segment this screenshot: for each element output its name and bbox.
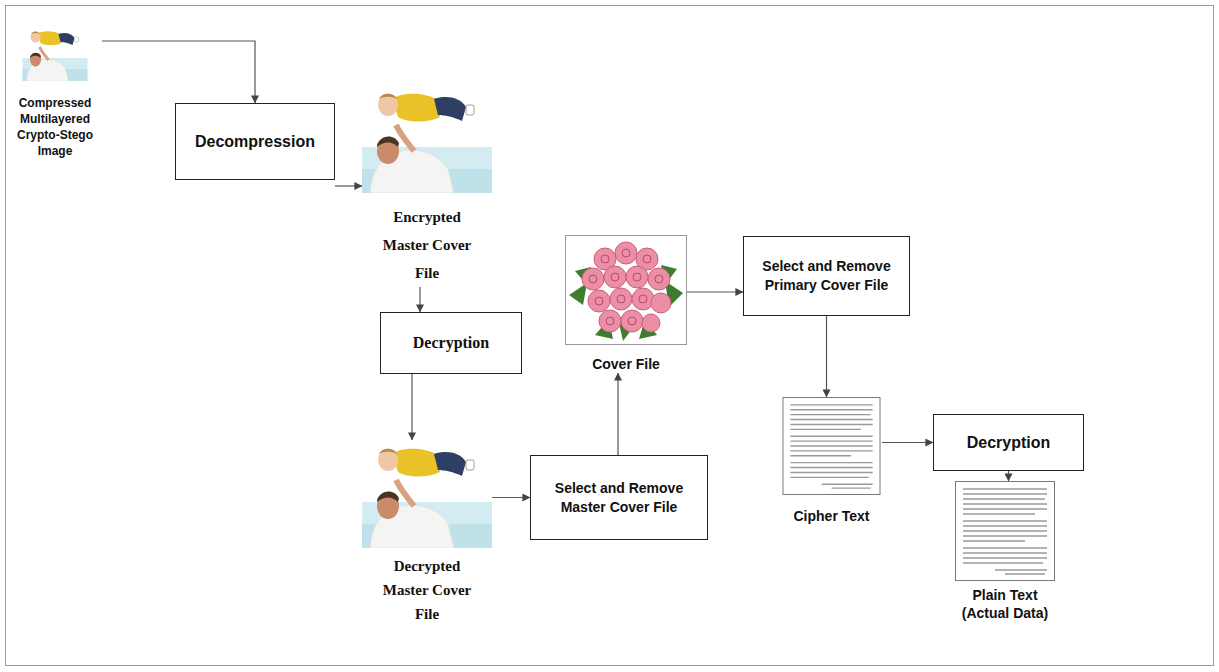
image-caption: Compressed Multilayered Crypto-Stego Ima…: [9, 95, 101, 159]
image-node: Plain Text (Actual Data): [950, 481, 1060, 622]
box-label: Select and Remove Primary Cover File: [750, 257, 903, 295]
image-node: Cipher Text: [781, 397, 882, 525]
image-caption: Decrypted Master Cover File: [371, 554, 483, 626]
plain-page: [956, 482, 1055, 581]
image-frame: [362, 440, 492, 548]
image-frame: [362, 85, 492, 193]
process-box: Decompression: [175, 103, 335, 180]
image-frame: [781, 397, 882, 495]
flow-arrow: [617, 373, 618, 455]
process-box: Decryption: [933, 414, 1084, 471]
box-label: Decompression: [195, 132, 315, 152]
process-box: Decryption: [380, 312, 522, 374]
flow-arrow: [826, 316, 827, 397]
image-frame: [8, 27, 102, 81]
image-frame: [565, 235, 687, 345]
flow-arrow: [419, 287, 420, 312]
flow-arrow: [882, 442, 933, 443]
cover-image: [565, 235, 687, 345]
flow-arrow: [492, 497, 530, 498]
image-caption: Plain Text (Actual Data): [952, 586, 1058, 622]
image-caption: Encrypted Master Cover File: [371, 203, 483, 287]
flow-arrow: [687, 291, 743, 292]
image-node: Decrypted Master Cover File: [362, 440, 492, 626]
image-caption: Cipher Text: [781, 507, 882, 525]
process-box: Select and Remove Primary Cover File: [743, 236, 910, 316]
image-node: Cover File: [565, 235, 687, 373]
decrypted-image: [362, 440, 492, 548]
flow-arrow: [1008, 471, 1009, 481]
box-label: Select and Remove Master Cover File: [537, 479, 701, 517]
box-label: Decryption: [967, 433, 1051, 453]
image-node: Encrypted Master Cover File: [362, 85, 492, 287]
outer-frame: [6, 6, 1214, 666]
flow-arrow: [411, 374, 412, 440]
stego-image: [23, 27, 88, 81]
flow-arrow: [335, 185, 362, 186]
encrypted-image: [362, 85, 492, 193]
image-frame: [950, 481, 1060, 581]
cipher-page: [783, 397, 880, 494]
image-node: Compressed Multilayered Crypto-Stego Ima…: [8, 27, 102, 159]
box-label: Decryption: [413, 333, 489, 353]
flow-arrow: [102, 41, 255, 103]
process-box: Select and Remove Master Cover File: [530, 455, 708, 540]
image-caption: Cover File: [566, 355, 686, 373]
